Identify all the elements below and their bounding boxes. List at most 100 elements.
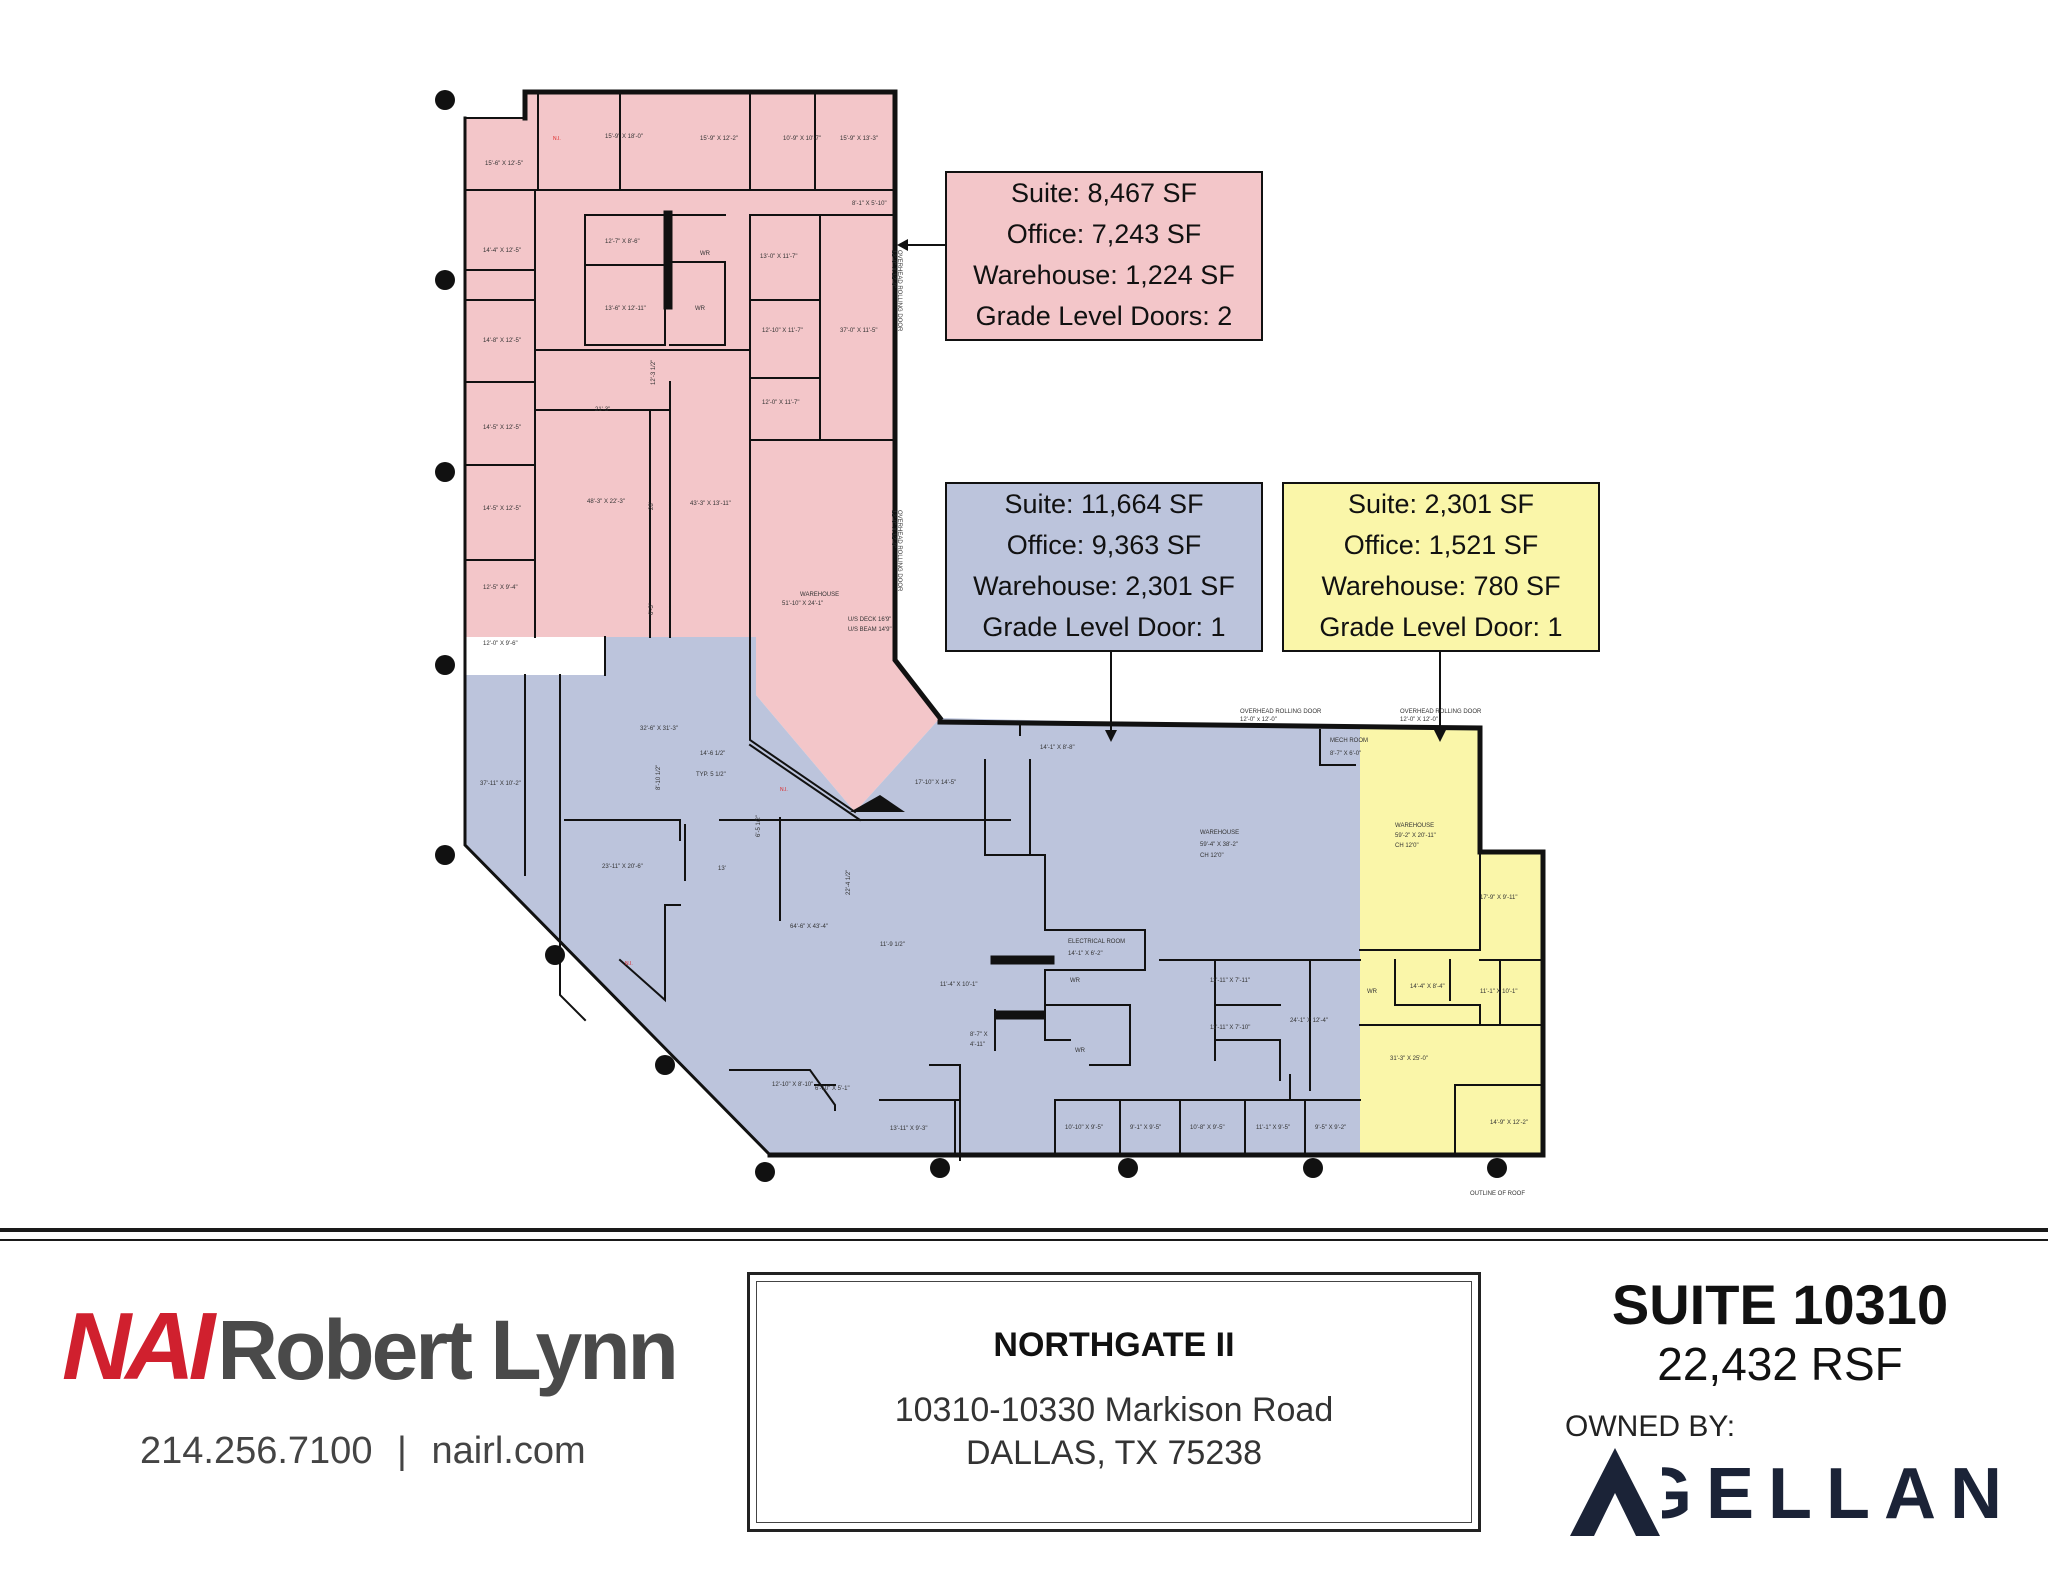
- nai-logo: NAIRobert Lynn: [62, 1297, 679, 1398]
- callout-red-suite: Suite: 8,467 SF: [1010, 178, 1198, 208]
- room-label: 15'-9" X 13'-3": [840, 136, 878, 142]
- callout-red-doors: Grade Level Doors: 2: [975, 301, 1233, 331]
- agellan-wordmark: AGELLAN: [1570, 1454, 2016, 1534]
- room-label: OVERHEAD ROLLING DOOR: [1400, 709, 1482, 715]
- room-label: 37'-0" X 11'-5": [840, 328, 877, 334]
- room-label: 21'-3": [595, 407, 610, 413]
- room-label: 6'-3": [649, 603, 655, 615]
- street-address: 10310-10330 Markison Road: [894, 1391, 1334, 1429]
- room-label: 12'-7" X 8'-6": [605, 239, 640, 245]
- logo-nai: NAI: [62, 1293, 215, 1400]
- room-label: 23'-11" X 20'-6": [602, 864, 643, 870]
- logo-robert-lynn: Robert Lynn: [217, 1303, 679, 1397]
- room-label: 10'-10" X 9'-5": [1065, 1125, 1103, 1131]
- room-label: N.I.: [553, 136, 561, 142]
- room-label: 12'-5" X 9'-4": [483, 585, 518, 591]
- room-label: 14'-4" X 12'-5": [483, 248, 521, 254]
- footer-rule-bottom: [0, 1239, 2048, 1241]
- room-label: N.I.: [625, 961, 633, 967]
- room-label: 32'-6" X 31'-3": [640, 726, 678, 732]
- room-label: 59'-4" X 38'-2": [1200, 842, 1238, 848]
- room-label: 24'-1" X 12'-4": [1290, 1018, 1328, 1024]
- callout-arrows: [897, 239, 1446, 742]
- room-label: MECH ROOM: [1330, 738, 1368, 744]
- room-label: 15'-9" X 18'-0": [605, 134, 643, 140]
- room-label: 14'-1" X 6'-2": [1068, 951, 1103, 957]
- callout-yellow: Suite: 2,301 SF Office: 1,521 SF Warehou…: [1282, 482, 1600, 652]
- room-label: 11'-4" X 10'-1": [940, 982, 977, 988]
- room-label: 13': [718, 866, 726, 872]
- room-label: OVERHEAD ROLLING DOOR: [1240, 709, 1322, 715]
- room-label: 14'-5" X 12'-5": [483, 425, 521, 431]
- room-label: 12'-0" X 9'-6": [483, 641, 518, 647]
- callout-yellow-office: Office: 1,521 SF: [1343, 530, 1539, 560]
- columns: [435, 90, 1507, 1182]
- room-label: 12'-3 1/2": [651, 360, 657, 385]
- room-label: OVERHEAD ROLLING DOOR: [896, 250, 902, 332]
- room-label: CH 12'0": [1395, 843, 1419, 849]
- room-label: WR: [1070, 978, 1081, 984]
- room-label: OVERHEAD ROLLING DOOR: [896, 510, 902, 592]
- room-label: 11'-11" X 7'-11": [1210, 978, 1250, 984]
- room-label: 15'-9" X 12'-2": [700, 136, 738, 142]
- contact-separator: |: [397, 1430, 407, 1472]
- building-name: NORTHGATE II: [993, 1326, 1235, 1364]
- callout-yellow-doors: Grade Level Door: 1: [1319, 612, 1563, 642]
- room-label: WAREHOUSE: [1395, 823, 1434, 829]
- room-label: WAREHOUSE: [800, 592, 839, 598]
- room-label: ELECTRICAL ROOM: [1068, 939, 1125, 945]
- city-state-zip: DALLAS, TX 75238: [965, 1434, 1263, 1472]
- room-label: WR: [1367, 989, 1378, 995]
- callout-red: Suite: 8,467 SF Office: 7,243 SF Warehou…: [945, 171, 1263, 341]
- room-label: U/S BEAM 14'9": [848, 627, 892, 633]
- room-label: 14'-4" X 8'-4": [1410, 984, 1445, 990]
- room-label: 13'-11" X 9'-3": [890, 1126, 927, 1132]
- callout-blue-office: Office: 9,363 SF: [1006, 530, 1202, 560]
- plan-labels-red: 15'-6" X 12'-5"15'-9" X 18'-0"15'-9" X 1…: [483, 134, 902, 647]
- room-label: 12'-0" x 12'-0": [1240, 717, 1277, 723]
- room-label: 8'-10 1/2": [656, 765, 662, 790]
- room-label: 13'-0" X 11'-7": [760, 254, 797, 260]
- room-label: 4'-11": [970, 1042, 985, 1048]
- contact-line: 214.256.7100 | nairl.com: [140, 1430, 586, 1473]
- room-label: 12'-10" X 11'-7": [762, 328, 803, 334]
- room-label: TYP. 5 1/2": [696, 772, 726, 778]
- room-label: 14'-6 1/2": [700, 751, 725, 757]
- room-label: 43'-3" X 13'-11": [690, 501, 731, 507]
- callout-blue: Suite: 11,664 SF Office: 9,363 SF Wareho…: [945, 482, 1263, 652]
- room-label: 6'-10" X 5'-1": [815, 1086, 850, 1092]
- walls: [463, 89, 1546, 1161]
- room-label: 64'-6" X 43'-4": [790, 924, 828, 930]
- phone-number: 214.256.7100: [140, 1430, 373, 1472]
- room-label: 9'-1" X 9'-5": [1130, 1125, 1161, 1131]
- room-label: 12'-0" X 12'-0": [890, 250, 896, 288]
- suite-blue-area: [465, 637, 1360, 1155]
- room-label: 12'-0" X 11'-7": [762, 400, 799, 406]
- callout-red-office: Office: 7,243 SF: [1006, 219, 1202, 249]
- room-label: 8'-7" X: [970, 1032, 988, 1038]
- room-label: WR: [1075, 1048, 1086, 1054]
- callout-red-warehouse: Warehouse: 1,224 SF: [973, 260, 1235, 290]
- room-label: WR: [700, 251, 711, 257]
- room-label: 11'-11" X 7'-10": [1210, 1025, 1250, 1031]
- room-label: 14'-1" X 8'-8": [1040, 745, 1075, 751]
- room-label: 11'-9 1/2": [880, 942, 905, 948]
- callout-yellow-suite: Suite: 2,301 SF: [1347, 489, 1535, 519]
- suite-title: SUITE 10310: [1611, 1273, 1949, 1336]
- room-label: 11'-1" X 10'-1": [1480, 989, 1517, 995]
- room-label: 14'-5" X 12'-5": [483, 506, 521, 512]
- room-label: 59'-2" X 20'-11": [1395, 833, 1436, 839]
- room-label: WAREHOUSE: [1200, 830, 1239, 836]
- website-link[interactable]: nairl.com: [431, 1430, 586, 1472]
- room-label: 9'-5" X 9'-2": [1315, 1125, 1346, 1131]
- room-label: 10'-8" X 9'-5": [1190, 1125, 1225, 1131]
- suite-rsf: 22,432 RSF: [1657, 1338, 1903, 1390]
- room-label: 6'-5 1/2": [756, 815, 762, 837]
- callout-blue-warehouse: Warehouse: 2,301 SF: [973, 571, 1235, 601]
- room-label: 17'-10" X 14'-5": [915, 780, 956, 786]
- room-label: CH 12'0": [1200, 853, 1224, 859]
- callout-blue-suite: Suite: 11,664 SF: [1004, 489, 1204, 519]
- room-label: N.I.: [780, 787, 788, 793]
